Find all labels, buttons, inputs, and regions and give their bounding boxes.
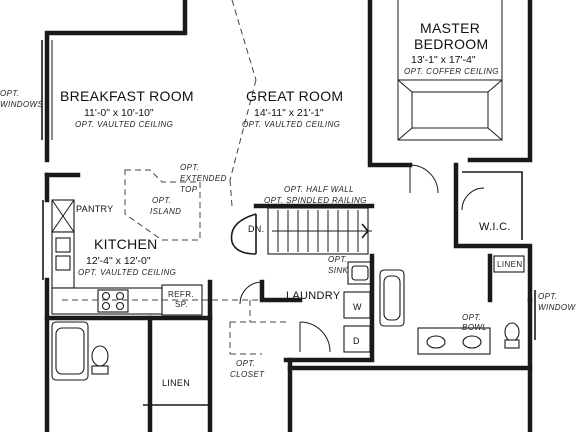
vanity-bowl-left — [426, 335, 446, 349]
kitchen-sink-bowl-1 — [55, 237, 71, 253]
breakfast-room-dims: 11'-0" x 10'-10" — [84, 107, 154, 119]
spindled-railing-label: OPT. SPINDLED RAILING — [264, 196, 367, 205]
washer-label: W — [353, 302, 362, 312]
dryer-label: D — [353, 336, 360, 346]
stair-down-label: DN. — [248, 224, 264, 234]
cooktop — [97, 289, 129, 313]
opt-windows-right-line2: WINDOWS — [538, 303, 576, 312]
linen-right-label: LINEN — [497, 260, 523, 269]
opt-island-line1: OPT. — [152, 196, 172, 205]
opt-sink-line1: OPT. — [328, 255, 348, 264]
master-toilet — [504, 322, 520, 342]
walls — [41, 0, 536, 432]
opt-sink-line2: SINK — [328, 266, 349, 275]
opt-bowl-line2: BOWL — [462, 323, 487, 332]
optional-island-outline — [124, 169, 201, 241]
coffer-ceiling-inner — [411, 91, 489, 129]
opt-bowl-line1: OPT. — [462, 313, 482, 322]
labels: OPT. WINDOWS BREAKFAST ROOM 11'-0" x 10'… — [0, 20, 576, 388]
opt-closet-line1: OPT. — [236, 359, 256, 368]
laundry-label: LAUNDRY — [286, 290, 341, 302]
master-bedroom-dims: 13'-1" x 17'-4" — [411, 54, 476, 66]
opt-island-line2: ISLAND — [150, 207, 181, 216]
kitchen-note: OPT. VAULTED CEILING — [78, 268, 176, 277]
opt-closet-line2: CLOSET — [230, 370, 265, 379]
extended-top-line1: OPT. — [180, 163, 200, 172]
coffer-ceiling-outer — [397, 79, 503, 141]
refr-line1: REFR. — [168, 290, 194, 299]
extended-top-line2: EXTENDED — [180, 174, 227, 183]
great-room-dims: 14'-11" x 21'-1" — [254, 107, 324, 119]
opt-windows-left-line1: OPT. — [0, 89, 20, 98]
refr-line2: SP. — [175, 300, 188, 309]
great-room-note: OPT. VAULTED CEILING — [242, 120, 340, 129]
kitchen-name: KITCHEN — [94, 236, 158, 252]
toilet-lower-left — [91, 345, 109, 367]
linen-closet-right — [493, 255, 525, 273]
great-room-name: GREAT ROOM — [246, 88, 343, 104]
stair-arrow-icon — [361, 223, 370, 239]
breakfast-room-name: BREAKFAST ROOM — [60, 88, 194, 104]
washer — [343, 291, 371, 319]
vanity-bowl-right — [462, 335, 482, 349]
breakfast-wall-top — [44, 0, 188, 163]
opt-windows-left-line2: WINDOWS — [0, 100, 44, 109]
pantry-label: PANTRY — [76, 204, 113, 214]
opt-windows-right-line1: OPT. — [538, 292, 558, 301]
kitchen-dims: 12'-4" x 12'-0" — [86, 255, 151, 267]
optional-outlines — [62, 0, 288, 355]
master-bedroom-note: OPT. COFFER CEILING — [404, 67, 499, 76]
linen-left-label: LINEN — [162, 378, 190, 388]
breakfast-room-note: OPT. VAULTED CEILING — [75, 120, 173, 129]
master-bedroom-name-line2: BEDROOM — [414, 36, 488, 52]
kitchen-sink-bowl-2 — [55, 255, 71, 271]
master-bedroom-name-line1: MASTER — [420, 20, 480, 36]
half-wall-label: OPT. HALF WALL — [284, 185, 354, 194]
extended-top-line3: TOP — [180, 185, 198, 194]
wic-label: W.I.C. — [479, 221, 511, 233]
